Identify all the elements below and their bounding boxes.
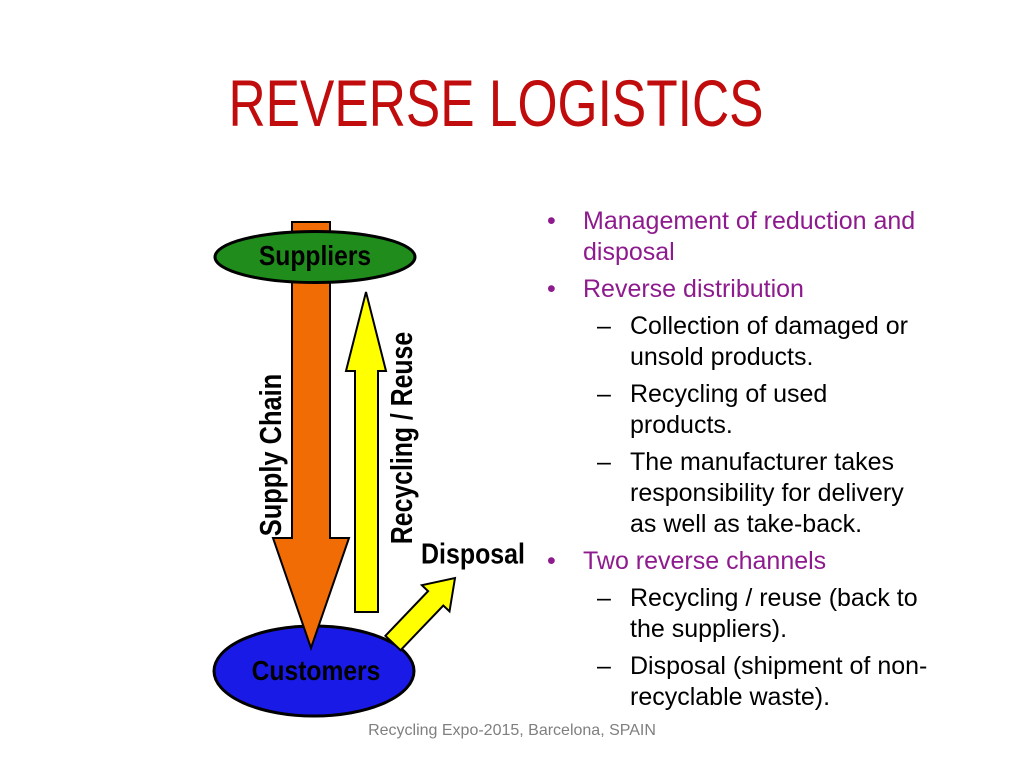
dash-marker: – <box>597 312 611 340</box>
list-item: – Collection of damaged or unsold produc… <box>540 311 950 373</box>
bullet-marker: • <box>547 275 556 303</box>
suppliers-ellipse <box>213 230 417 284</box>
bullet-marker: • <box>547 207 556 235</box>
bullet-text: Disposal (shipment of non- recyclable wa… <box>630 652 928 711</box>
disposal-label: Disposal <box>421 538 525 571</box>
customers-label: Customers <box>251 655 381 686</box>
recycling-reuse-label: Recycling / Reuse <box>384 331 419 545</box>
bullet-text: Management of reduction and disposal <box>583 207 916 266</box>
slide-footer: Recycling Expo-2015, Barcelona, SPAIN <box>368 722 656 739</box>
suppliers-label: Suppliers <box>258 240 372 271</box>
list-item: – Disposal (shipment of non- recyclable … <box>540 651 950 713</box>
bullet-text: Recycling / reuse (back to the suppliers… <box>630 584 918 643</box>
list-item: • Reverse distribution <box>540 274 950 305</box>
bullet-text: The manufacturer takes responsibility fo… <box>630 448 904 538</box>
dash-marker: – <box>597 652 611 680</box>
recycling-reuse-arrow <box>344 291 388 613</box>
supply-chain-label: Supply Chain <box>253 373 288 537</box>
slide-title: REVERSE LOGISTICS <box>228 66 764 140</box>
dash-marker: – <box>597 380 611 408</box>
list-item: – Recycling / reuse (back to the supplie… <box>540 583 950 645</box>
bullet-marker: • <box>547 547 556 575</box>
bullet-text: Collection of damaged or unsold products… <box>630 312 908 371</box>
list-item: • Management of reduction and disposal <box>540 206 950 268</box>
list-item: – The manufacturer takes responsibility … <box>540 447 950 540</box>
bullet-list: • Management of reduction and disposal •… <box>540 206 950 719</box>
dash-marker: – <box>597 448 611 476</box>
list-item: • Two reverse channels <box>540 546 950 577</box>
dash-marker: – <box>597 584 611 612</box>
list-item: – Recycling of used products. <box>540 379 950 441</box>
bullet-text: Two reverse channels <box>583 547 827 575</box>
bullet-text: Reverse distribution <box>583 275 804 303</box>
bullet-text: Recycling of used products. <box>630 380 828 439</box>
disposal-arrow <box>383 576 457 652</box>
